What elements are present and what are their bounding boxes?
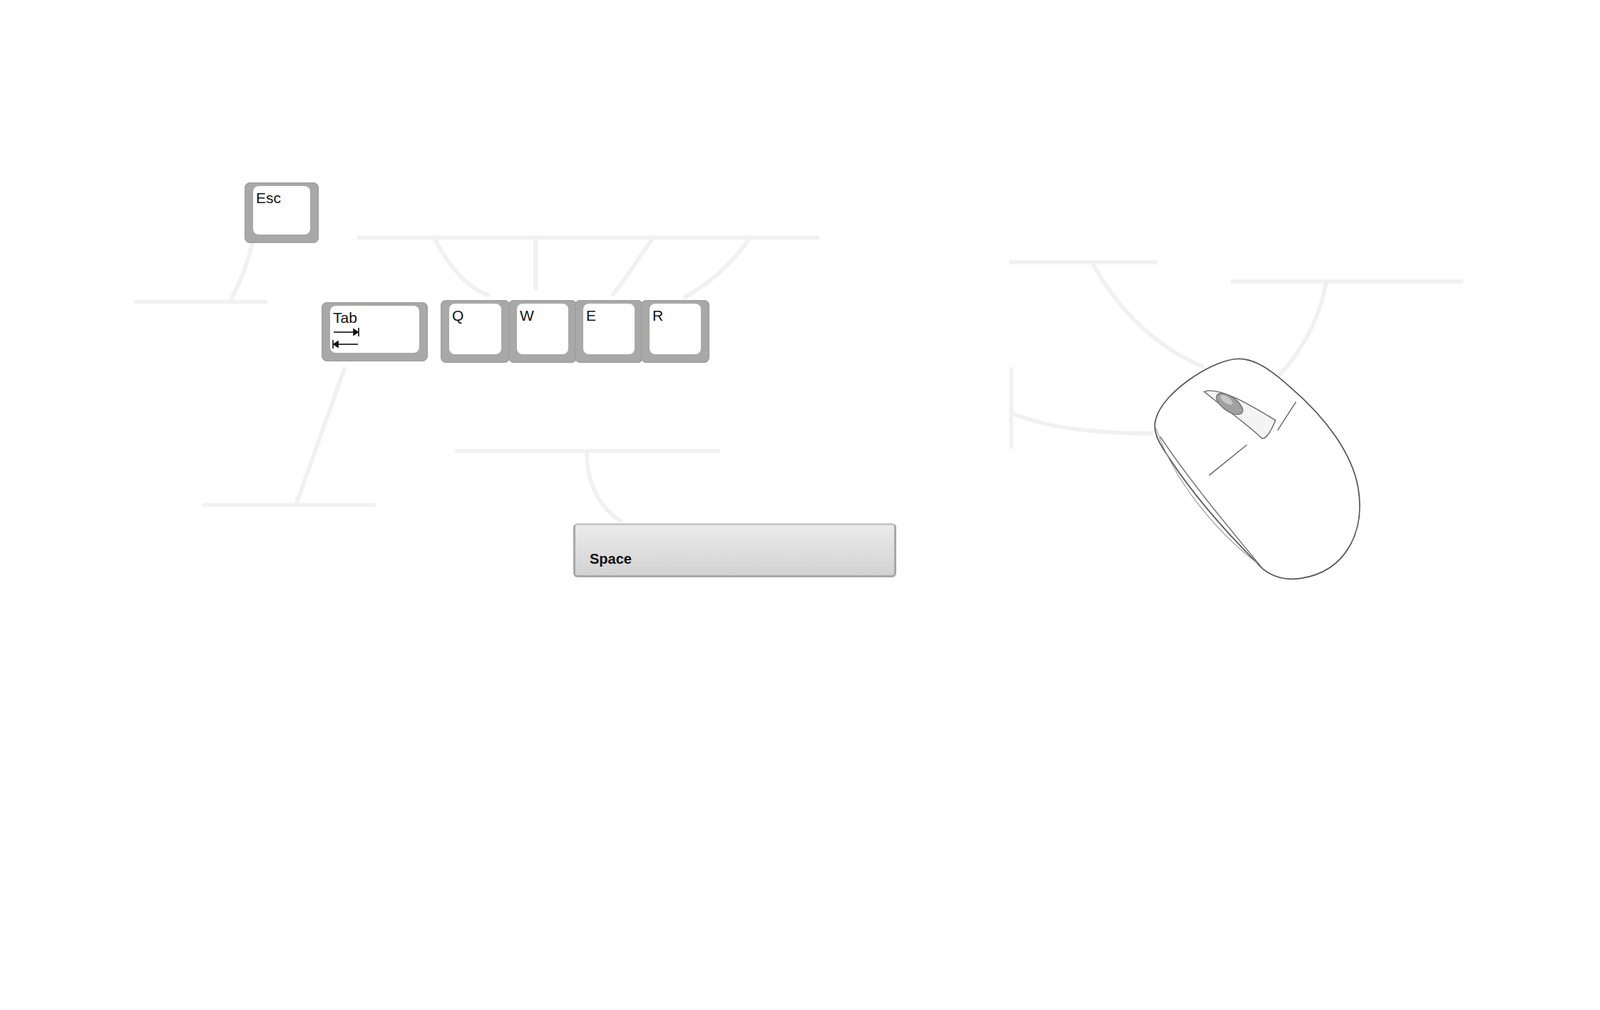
keyboard-key: W xyxy=(508,300,577,363)
space-bar-key: Space xyxy=(573,523,897,578)
keyboard-key: Q xyxy=(440,300,510,363)
key-label: E xyxy=(586,307,635,324)
key-face: Esc xyxy=(253,186,311,235)
key-face: Q xyxy=(449,303,502,355)
key-face: E xyxy=(583,303,635,355)
tab-arrows xyxy=(332,327,361,352)
key-label: Esc xyxy=(255,189,311,207)
keyboard-key: Esc xyxy=(244,182,319,244)
key-face: Tab xyxy=(330,305,420,353)
mouse-illustration xyxy=(1155,358,1360,579)
key-label: Tab xyxy=(332,309,420,326)
keyboard-key: Tab xyxy=(321,302,428,362)
key-face: W xyxy=(516,303,569,355)
key-face: R xyxy=(649,303,701,355)
key-label: W xyxy=(519,307,569,324)
keyboard-key: R xyxy=(640,300,710,363)
key-label: Q xyxy=(452,307,502,324)
key-label: R xyxy=(652,307,701,324)
key-label: Space xyxy=(589,551,632,567)
keyboard-key: E xyxy=(574,300,644,363)
